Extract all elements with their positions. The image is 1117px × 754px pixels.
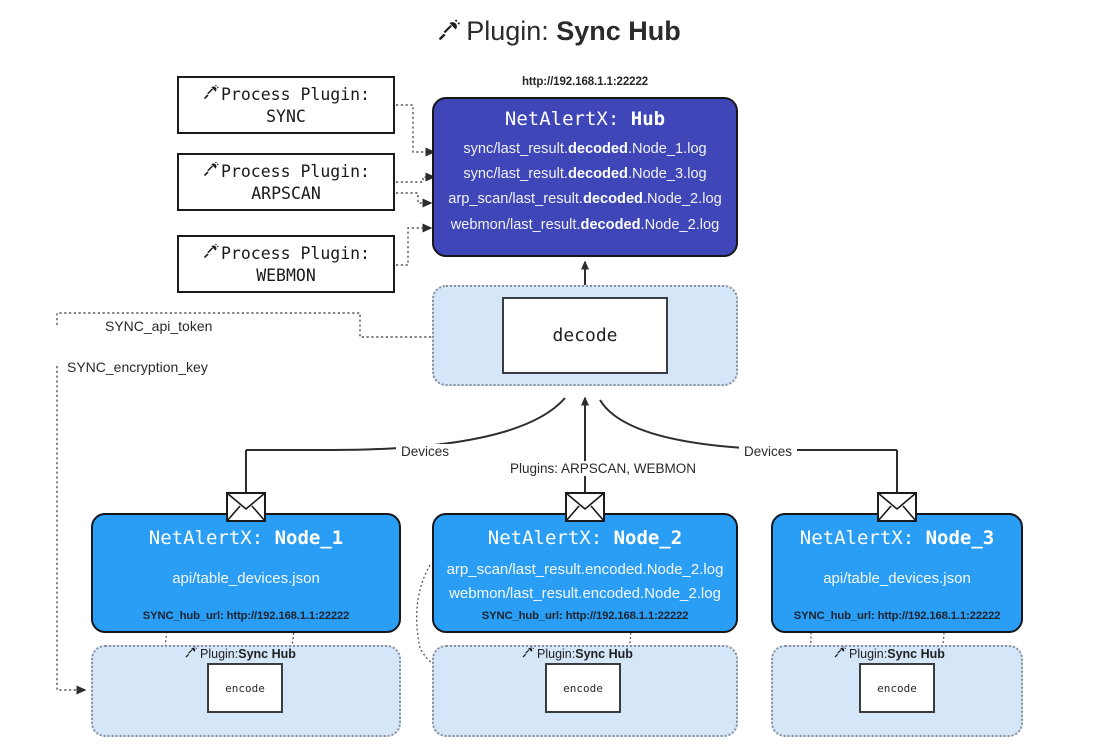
caption-name: Sync Hub xyxy=(887,646,945,661)
page-title-name: Sync Hub xyxy=(556,16,681,46)
envelope-icon xyxy=(565,492,605,522)
plug-icon xyxy=(833,645,847,662)
log-pre: webmon/last_result. xyxy=(450,216,581,233)
process-plugin-name: WEBMON xyxy=(256,265,316,285)
node-title-prefix: NetAlertX: xyxy=(487,527,614,549)
process-plugin-box-sync[interactable]: Process Plugin: SYNC xyxy=(177,76,395,134)
process-plugin-label: Process Plugin: xyxy=(220,243,370,263)
node-log-line: api/table_devices.json xyxy=(172,570,320,587)
process-plugin-name: SYNC xyxy=(266,106,306,126)
node-title-name: Node_1 xyxy=(274,527,344,549)
decode-box[interactable]: decode xyxy=(502,297,668,374)
log-mid: decoded xyxy=(580,216,641,233)
sync-encryption-key-label: SYNC_encryption_key xyxy=(63,359,212,375)
process-plugin-box-arpscan[interactable]: Process Plugin: ARPSCAN xyxy=(177,153,395,211)
page-title: Plugin: Sync Hub xyxy=(0,16,1117,50)
encode-box-1[interactable]: encode xyxy=(207,663,283,713)
node-title-prefix: NetAlertX: xyxy=(799,527,926,549)
node-hub-url-label: SYNC_hub_url: http://192.168.1.1:22222 xyxy=(481,610,689,622)
envelope-icon xyxy=(877,492,917,522)
hub-url-label: http://192.168.1.1:22222 xyxy=(521,76,649,88)
node-hub-url-label: SYNC_hub_url: http://192.168.1.1:22222 xyxy=(793,610,1001,622)
log-pre: sync/last_result. xyxy=(463,166,568,183)
node-hub-url-label: SYNC_hub_url: http://192.168.1.1:22222 xyxy=(142,610,350,622)
node-title-name: Node_2 xyxy=(613,527,683,549)
plug-icon xyxy=(202,160,220,183)
encode-box-2[interactable]: encode xyxy=(545,663,621,713)
sync-hub-plugin-caption-1: Plugin: Sync Hub xyxy=(184,645,296,662)
sync-hub-plugin-caption-2: Plugin: Sync Hub xyxy=(521,645,633,662)
process-plugin-box-webmon[interactable]: Process Plugin: WEBMON xyxy=(177,235,395,293)
log-post: .Node_3.log xyxy=(627,166,707,183)
plug-icon xyxy=(202,83,220,106)
log-mid: decoded xyxy=(567,166,628,183)
plug-icon xyxy=(184,645,198,662)
hub-title-prefix: NetAlertX: xyxy=(504,108,631,130)
node-title-prefix: NetAlertX: xyxy=(148,527,275,549)
caption-prefix: Plugin: xyxy=(200,646,239,661)
edge-label-devices-right: Devices xyxy=(739,444,798,459)
node-box-node-2[interactable]: NetAlertX: Node_2 arp_scan/last_result.e… xyxy=(432,513,738,633)
node-log-line: api/table_devices.json xyxy=(823,570,971,587)
log-mid: decoded xyxy=(567,141,628,157)
sync-api-token-label: SYNC_api_token xyxy=(101,318,217,334)
plug-icon xyxy=(202,242,220,265)
node-title-name: Node_3 xyxy=(925,527,995,549)
hub-node-box[interactable]: NetAlertX: Hub sync/last_result.decoded.… xyxy=(432,97,738,257)
encode-box-3[interactable]: encode xyxy=(859,663,935,713)
node-title: NetAlertX: Node_1 xyxy=(93,527,399,549)
caption-name: Sync Hub xyxy=(575,646,633,661)
edge-label-devices-left: Devices xyxy=(396,444,455,459)
node-log-line: webmon/last_result.encoded.Node_2.log xyxy=(449,585,721,603)
process-plugin-label: Process Plugin: xyxy=(220,161,370,181)
log-post: .Node_2.log xyxy=(640,216,720,233)
node-box-node-1[interactable]: NetAlertX: Node_1 api/table_devices.json… xyxy=(91,513,401,633)
hub-log-line: sync/last_result.decoded.Node_3.log xyxy=(434,162,736,187)
caption-prefix: Plugin: xyxy=(849,646,888,661)
log-post: .Node_2.log xyxy=(642,191,722,208)
caption-name: Sync Hub xyxy=(238,646,296,661)
caption-prefix: Plugin: xyxy=(537,646,576,661)
node-title: NetAlertX: Node_3 xyxy=(773,527,1021,549)
sync-hub-plugin-caption-3: Plugin: Sync Hub xyxy=(833,645,945,662)
envelope-icon xyxy=(226,492,266,522)
hub-log-line: sync/last_result.decoded.Node_1.log xyxy=(434,137,736,162)
hub-title-name: Hub xyxy=(630,108,666,130)
hub-log-line: arp_scan/last_result.decoded.Node_2.log xyxy=(434,187,736,212)
edge-label-plugins: Plugins: ARPSCAN, WEBMON xyxy=(505,461,702,476)
hub-title: NetAlertX: Hub xyxy=(434,108,736,130)
plug-icon xyxy=(521,645,535,662)
log-post: .Node_1.log xyxy=(627,141,707,157)
node-box-node-3[interactable]: NetAlertX: Node_3 api/table_devices.json… xyxy=(771,513,1023,633)
log-pre: sync/last_result. xyxy=(463,141,568,157)
log-mid: decoded xyxy=(582,191,643,208)
process-plugin-name: ARPSCAN xyxy=(251,183,321,203)
plug-icon xyxy=(436,17,462,50)
node-title: NetAlertX: Node_2 xyxy=(434,527,736,549)
node-log-line: arp_scan/last_result.encoded.Node_2.log xyxy=(446,561,724,578)
log-pre: arp_scan/last_result. xyxy=(448,191,583,208)
process-plugin-label: Process Plugin: xyxy=(220,84,370,104)
page-title-prefix: Plugin: xyxy=(466,16,557,46)
hub-log-line: webmon/last_result.decoded.Node_2.log xyxy=(434,213,736,238)
